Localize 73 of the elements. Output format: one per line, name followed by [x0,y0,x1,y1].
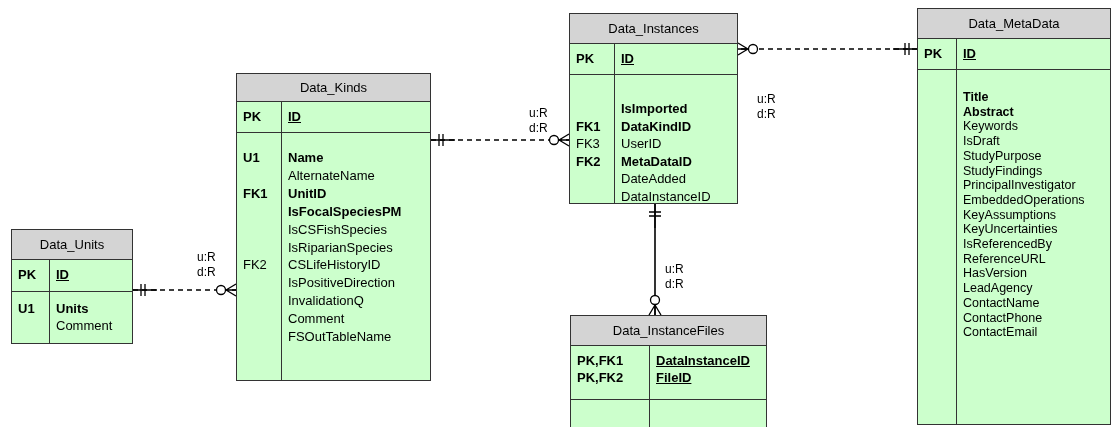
table-title: Data_InstanceFiles [571,316,766,346]
relationship-line [430,133,570,147]
key-label: PK [18,266,37,283]
field-name: ContactEmail [963,325,1038,340]
key-column [12,291,50,343]
field-name: UserID [621,135,662,153]
field-name: StudyPurpose [963,148,1042,164]
field-name: HasVersion [963,266,1027,282]
field-name: IsFocalSpeciesPM [288,202,402,221]
entity-table [570,315,767,427]
field-name: ID [621,50,634,67]
field-name: IsCSFishSpecies [288,220,387,239]
key-label: FK1 [576,117,601,135]
field-name: PrincipalInvestigator [963,178,1076,193]
field-name: Comment [288,310,345,328]
key-label: U1 [18,300,35,317]
entity-table [236,73,431,381]
key-label: FK2 [576,152,601,170]
field-name: InvalidationQ [288,292,364,311]
key-label: PK [243,108,262,125]
table-title: Data_Kinds [237,74,430,102]
field-name: Keywords [963,119,1018,135]
field-name: Title [963,90,989,105]
table-title: Data_MetaData [918,9,1110,39]
field-name: IsReferencedBy [963,237,1052,252]
field-name: CSLifeHistoryID [288,256,381,275]
key-label: PK [576,50,595,67]
field-name: ContactName [963,295,1040,311]
field-name: EmbeddedOperations [963,192,1085,208]
field-name: ContactPhone [963,310,1043,326]
field-name: FileID [656,369,692,386]
field-name: ID [288,108,301,125]
field-name: DateAdded [621,170,687,188]
field-name: IsDraft [963,134,1000,149]
key-column [570,74,615,203]
key-label: FK2 [243,256,267,275]
key-label: PK [924,45,943,62]
field-name: StudyFindings [963,163,1043,179]
entity-table [569,13,738,204]
table-title: Data_Units [12,230,132,260]
field-name: ReferenceURL [963,251,1046,267]
key-column [237,132,282,380]
entity-table [917,8,1111,425]
entity-table [11,229,133,344]
key-label: PK,FK2 [577,369,624,386]
field-name: Name [288,149,324,167]
field-name: LeadAgency [963,281,1033,296]
field-name: MetaDataID [621,152,692,170]
field-name: KeyUncertainties [963,222,1058,237]
key-label: FK1 [243,184,268,203]
field-name: FSOutTableName [288,328,392,346]
key-label: U1 [243,149,260,167]
relationship-line [648,203,662,316]
field-name: ID [963,45,976,62]
field-name: DataKindID [621,117,692,135]
field-name: IsPositiveDirection [288,274,395,293]
table-title: Data_Instances [570,14,737,44]
field-name: DataInstanceID [656,352,750,369]
field-name: KeyAssumptions [963,207,1057,223]
field-name: Abstract [963,104,1014,120]
relationship-line [737,42,918,56]
field-column [615,74,737,203]
relationship-line [132,283,237,297]
field-name: DataInstanceID [621,187,711,205]
key-label: PK,FK1 [577,352,624,369]
field-name: IsRiparianSpecies [288,238,393,257]
field-name: ID [56,266,69,283]
field-name: UnitID [288,184,327,203]
field-name: Comment [56,317,113,334]
field-name: Units [56,300,89,317]
field-name: IsImported [621,100,688,118]
field-name: AlternateName [288,166,375,185]
key-label: FK3 [576,135,600,153]
